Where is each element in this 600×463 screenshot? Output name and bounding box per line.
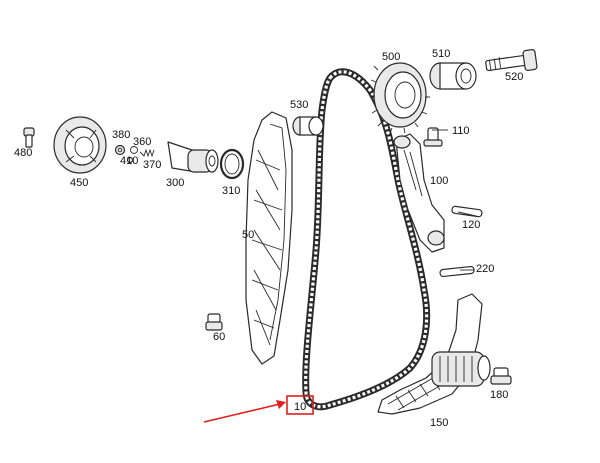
timing-chain[interactable]: [302, 68, 431, 411]
label-520: 520: [505, 71, 523, 83]
tensioner-300[interactable]: [167, 141, 219, 173]
label-310: 310: [222, 185, 240, 197]
label-360: 360: [133, 136, 151, 148]
leader-lines: [432, 129, 477, 271]
highlight-arrow: [203, 403, 281, 423]
label-500: 500: [382, 51, 400, 63]
rod-220[interactable]: [439, 265, 475, 278]
label-510: 510: [432, 48, 450, 60]
ring-360[interactable]: [130, 146, 138, 154]
pin-60[interactable]: [205, 313, 223, 331]
label-300: 300: [166, 177, 184, 189]
seal-ring-310[interactable]: [219, 148, 245, 180]
label-100: 100: [430, 175, 448, 187]
label-10: 10: [294, 401, 306, 413]
tensioner-rail-100[interactable]: [393, 133, 445, 253]
highlight-callout: [203, 395, 314, 423]
label-480: 480: [14, 147, 32, 159]
label-150: 150: [430, 417, 448, 429]
chain-tensioner[interactable]: [431, 351, 491, 387]
adjuster-450[interactable]: [53, 116, 107, 174]
rod-120[interactable]: [451, 205, 483, 218]
sleeve-530[interactable]: [292, 116, 324, 136]
label-180: 180: [490, 389, 508, 401]
bolt-520[interactable]: [485, 49, 538, 72]
arrow-head-icon: [276, 400, 286, 409]
camshaft-sprocket[interactable]: [370, 62, 430, 134]
guide-rail[interactable]: [245, 111, 293, 365]
label-450: 450: [70, 177, 88, 189]
screw-480[interactable]: [23, 127, 35, 148]
highlight-box: [286, 395, 314, 415]
bushing-510[interactable]: [429, 62, 477, 90]
spring-370[interactable]: [139, 148, 155, 158]
label-120: 120: [462, 219, 480, 231]
label-530: 530: [290, 99, 308, 111]
pin-180[interactable]: [490, 367, 512, 385]
part-labels: 500 510 520 530 110 100 120 220 50 60 38…: [14, 48, 523, 429]
label-220: 220: [476, 263, 494, 275]
label-380: 380: [112, 129, 130, 141]
label-50: 50: [242, 229, 254, 241]
label-370: 370: [143, 159, 161, 171]
label-110: 110: [452, 125, 470, 137]
ball-410[interactable]: [126, 156, 134, 164]
pin-110[interactable]: [423, 127, 443, 147]
label-410: 410: [120, 155, 138, 167]
label-60: 60: [213, 331, 225, 343]
washer-380[interactable]: [114, 144, 126, 156]
